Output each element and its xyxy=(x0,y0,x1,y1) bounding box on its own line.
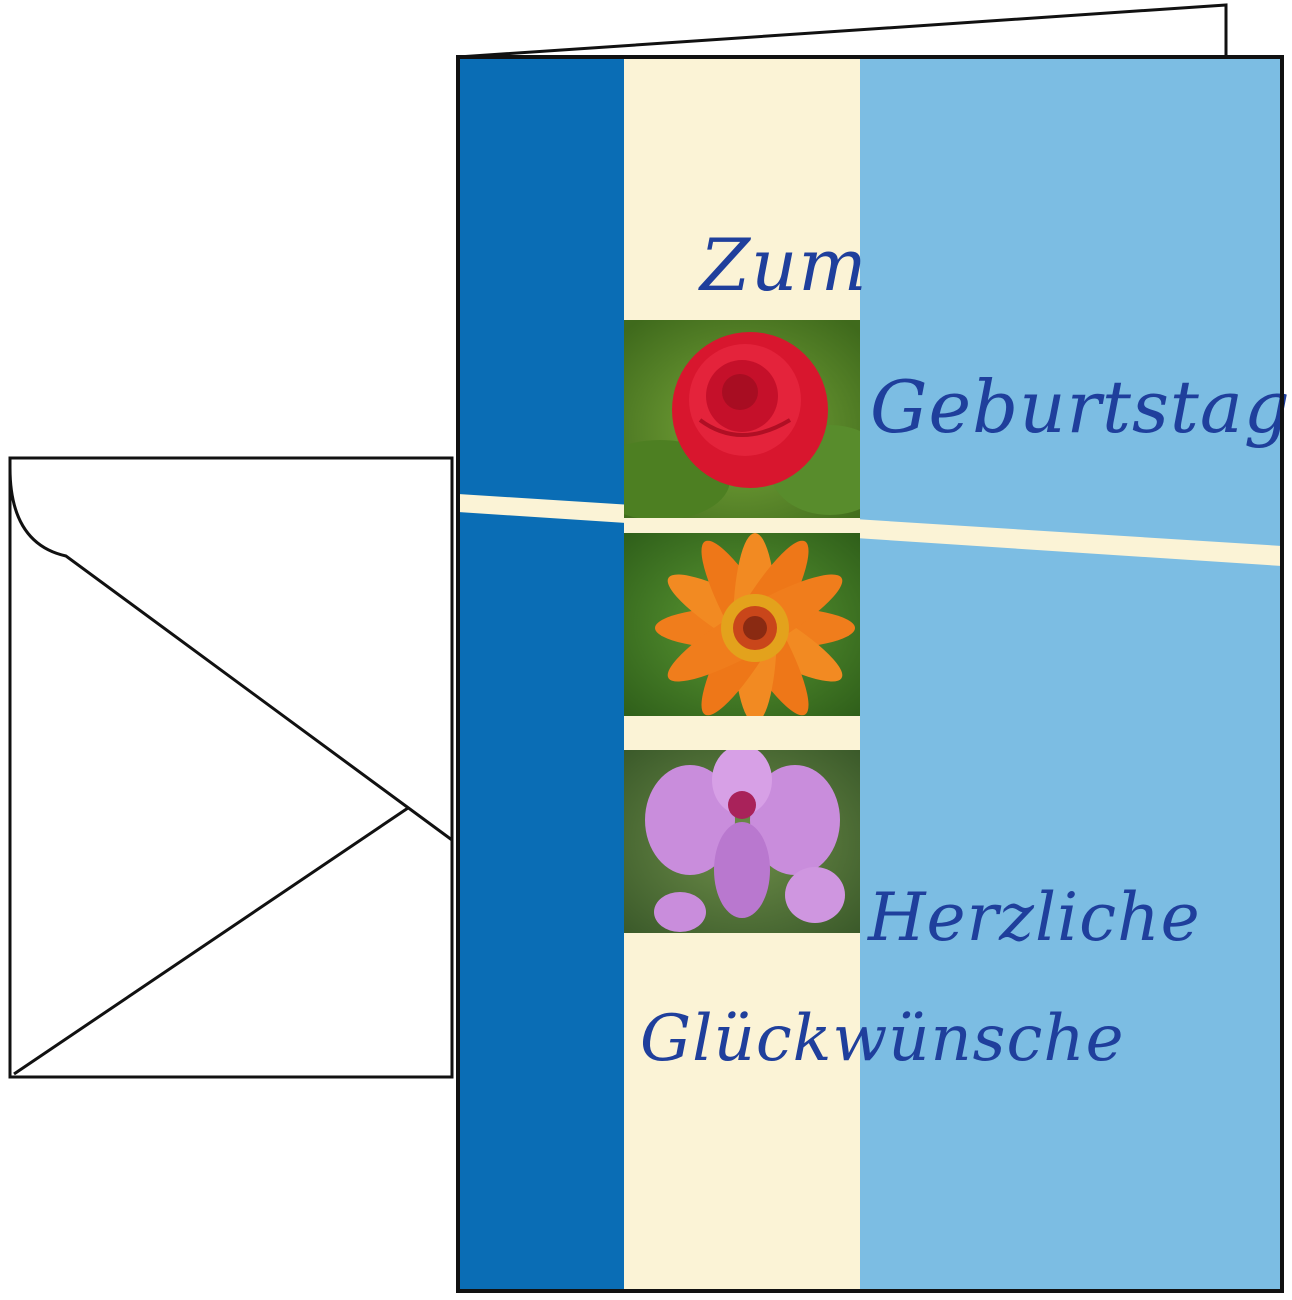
dark-blue-stripe xyxy=(458,57,624,1291)
greeting-geburtstag: Geburtstag xyxy=(870,365,1291,449)
card-outline xyxy=(456,55,1284,1293)
red-rose-photo xyxy=(624,320,860,518)
orange-zinnia-photo xyxy=(624,533,860,716)
envelope-icon xyxy=(8,456,454,1079)
greeting-glueckwuensche: Glückwünsche xyxy=(640,1002,1124,1076)
purple-orchid-photo xyxy=(624,750,860,933)
greeting-zum: Zum xyxy=(698,223,868,307)
greeting-card-front: Zum Geburtstag Herzliche Glückwünsche xyxy=(456,55,1291,1293)
greeting-herzliche: Herzliche xyxy=(867,879,1201,956)
